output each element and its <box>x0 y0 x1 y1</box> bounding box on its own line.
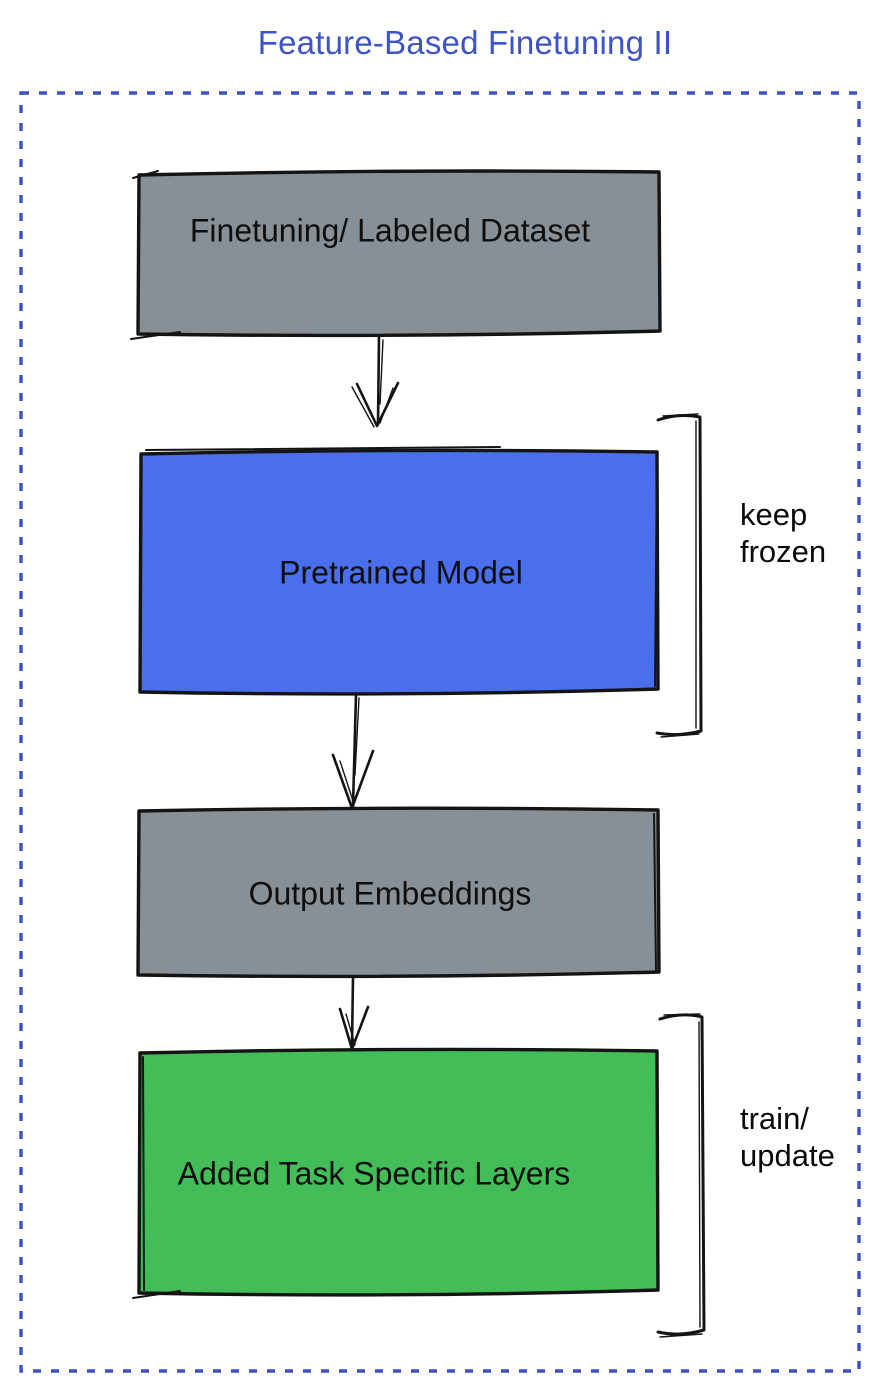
node-label-pretrained: Pretrained Model <box>279 554 523 591</box>
sketch-accent <box>145 446 501 451</box>
node-box-dataset <box>138 171 660 335</box>
node-box-pretrained <box>140 450 658 694</box>
dashed-frame <box>19 91 861 1373</box>
sketch-accent <box>142 1056 145 1291</box>
sketch-accent <box>132 170 159 179</box>
node-box-embeddings <box>138 808 659 976</box>
node-border-embeddings <box>136 806 661 979</box>
sketch-accent <box>132 1290 181 1299</box>
annotation-keep-frozen: keep frozen <box>740 496 826 570</box>
annotation-line: keep <box>740 497 808 532</box>
arrow-dataset-to-pretrained <box>351 334 400 428</box>
annotation-line: frozen <box>740 534 827 569</box>
node-border-task-layers <box>137 1047 660 1297</box>
arrow-embeddings-to-task-layers <box>338 975 370 1051</box>
ink-strokes <box>130 169 706 1338</box>
node-label-dataset: Finetuning/ Labeled Dataset <box>189 212 591 249</box>
diagram-title: Feature-Based Finetuning II <box>257 24 673 61</box>
node-border-pretrained <box>138 448 660 696</box>
node-label-task-layers: Added Task Specific Layers <box>177 1155 571 1192</box>
annotation-line: train/ <box>740 1101 809 1136</box>
node-label-embeddings: Output Embeddings <box>248 875 532 912</box>
sketch-accent <box>654 455 658 687</box>
bracket-train-update <box>656 1013 706 1338</box>
bracket-keep-frozen <box>655 413 703 738</box>
arrow-pretrained-to-embeddings <box>331 693 375 810</box>
sketch-accent <box>130 331 181 340</box>
node-border-dataset <box>136 169 662 338</box>
annotation-line: update <box>740 1138 835 1173</box>
sketch-accent <box>653 813 657 971</box>
node-box-task-layers <box>139 1050 658 1295</box>
annotation-train-update: train/ update <box>740 1100 835 1174</box>
